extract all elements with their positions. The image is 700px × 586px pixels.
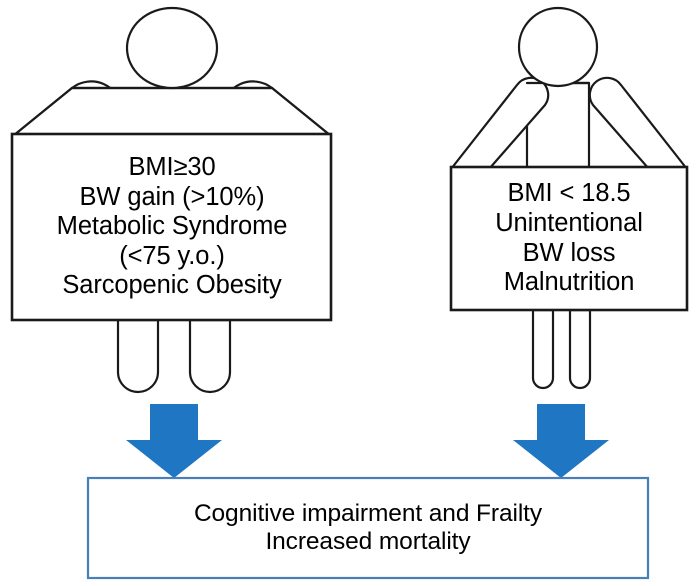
left-down-arrow: [126, 404, 222, 478]
right-down-arrow: [513, 404, 609, 478]
obese-sign-line-5: Sarcopenic Obesity: [62, 271, 282, 300]
obese-person-figure: [10, 6, 333, 394]
underweight-head: [517, 6, 599, 88]
obese-head: [125, 6, 219, 90]
underweight-sign-board: [449, 165, 689, 312]
underweight-person-figure: [449, 6, 689, 390]
outcome-box-text: Cognitive impairment and Frailty Increas…: [88, 478, 648, 578]
underweight-right-leg: [568, 308, 592, 390]
obese-right-leg: [188, 318, 232, 394]
underweight-left-leg: [531, 308, 555, 390]
outcome-line-2: Increased mortality: [265, 528, 471, 555]
underweight-sign-text: BMI < 18.5 Unintentional BW loss Malnutr…: [451, 167, 687, 310]
obese-sign-line-2: BW gain (>10%): [79, 182, 265, 211]
obese-left-leg: [116, 318, 160, 394]
outcome-box-frame: [86, 476, 650, 580]
underweight-sign-line-2: Unintentional: [495, 208, 643, 237]
underweight-right-arm: [588, 76, 689, 171]
obese-sign-board: [10, 132, 333, 322]
obese-sign-line-4: (<75 y.o.): [119, 241, 225, 270]
obese-sign-line-1: BMI≥30: [128, 153, 216, 182]
obese-sign-text: BMI≥30 BW gain (>10%) Metabolic Syndrome…: [12, 134, 332, 320]
underweight-sign-line-3: BW loss: [522, 238, 616, 267]
obese-torso: [11, 86, 333, 138]
outcome-line-1: Cognitive impairment and Frailty: [193, 499, 543, 527]
underweight-sign-line-1: BMI < 18.5: [507, 179, 631, 208]
obese-sign-line-3: Metabolic Syndrome: [56, 212, 288, 241]
underweight-sign-line-4: Malnutrition: [503, 268, 635, 297]
